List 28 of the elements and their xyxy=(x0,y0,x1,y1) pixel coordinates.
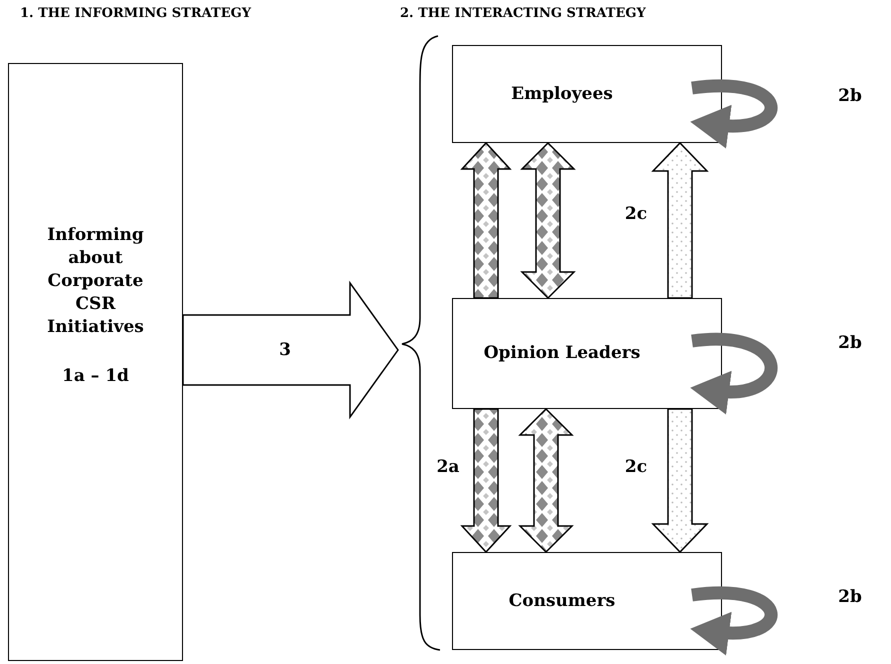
process-box xyxy=(452,552,722,650)
node-text: Opinion Leaders xyxy=(484,342,640,365)
process-box xyxy=(452,45,722,143)
process-box xyxy=(8,63,183,661)
column-heading: 2. THE INTERACTING STRATEGY xyxy=(400,6,646,21)
node-text: 1a – 1d xyxy=(62,364,129,388)
block-arrow xyxy=(182,280,399,420)
block-arrow xyxy=(460,408,512,554)
process-box xyxy=(452,298,722,409)
block-arrow xyxy=(460,142,512,299)
edge-label: 2b xyxy=(838,333,862,353)
curved-arrow xyxy=(690,332,778,414)
curved-arrow xyxy=(690,80,778,148)
edge-label: 3 xyxy=(279,340,291,360)
column-heading: 1. THE INFORMING STRATEGY xyxy=(20,6,251,21)
edge-label: 2a xyxy=(436,457,460,477)
node-text: Consumers xyxy=(508,590,616,612)
block-arrow xyxy=(520,142,576,300)
node-text: Informing about Corporate CSR Initiatives xyxy=(46,224,145,339)
edge-label: 2b xyxy=(838,86,862,106)
edge-label: 2b xyxy=(838,587,862,607)
block-arrow xyxy=(518,408,574,554)
edge-label: 2c xyxy=(624,204,648,224)
edge-label: 2c xyxy=(624,457,648,477)
block-arrow xyxy=(651,142,709,299)
curved-arrow xyxy=(690,586,778,655)
node-text: Employees xyxy=(511,82,613,106)
block-arrow xyxy=(651,408,709,554)
